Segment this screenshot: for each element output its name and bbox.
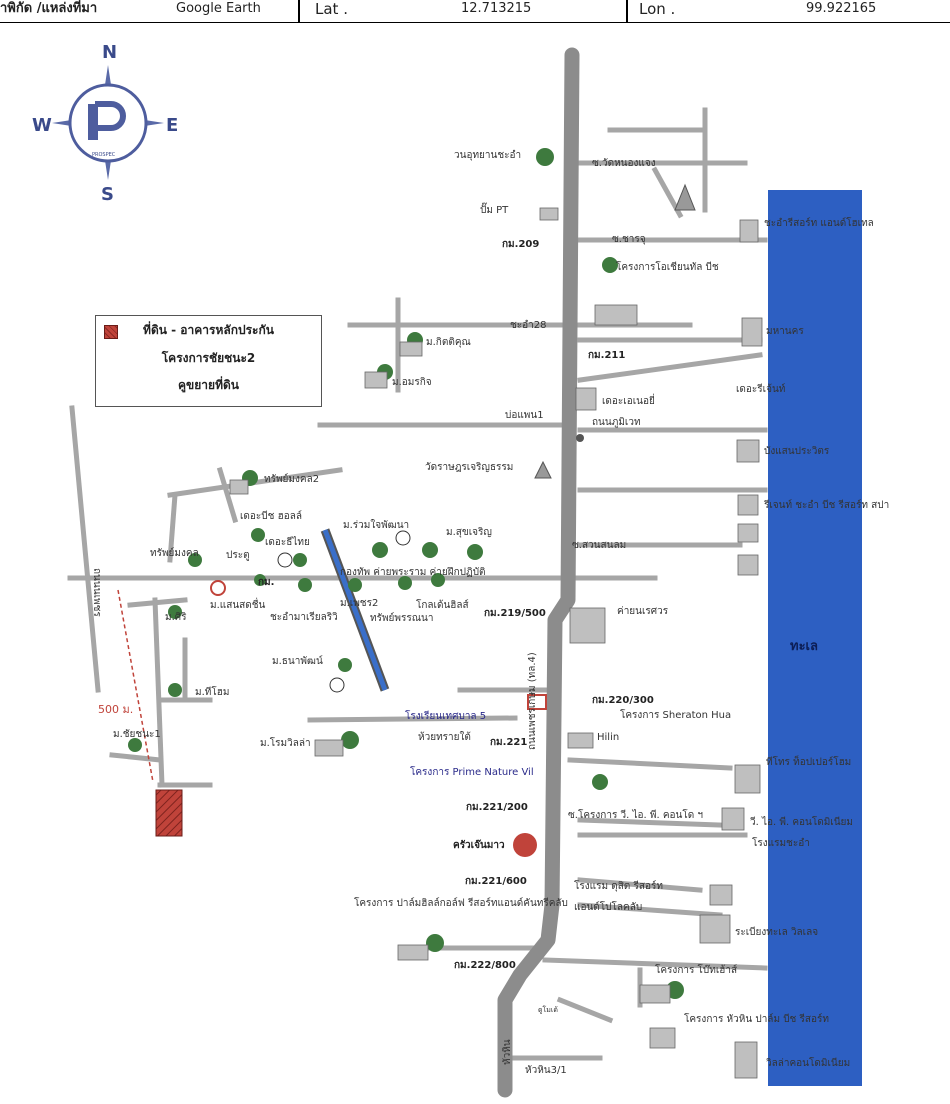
label-hua-road-left: ถนนนเพชร: [91, 568, 102, 617]
label-condo-bottom: วิลล่าคอนโดมิเนียม: [766, 1056, 851, 1069]
canal: [320, 528, 390, 692]
label-m-phet2: ม.เพชร2: [340, 598, 378, 609]
label-km211: กม.211: [588, 350, 625, 361]
label-m-amornkit: ม.อมรกิจ: [392, 377, 432, 388]
label-resort-spa: รีเจนท์ ชะอำ บีช รีสอร์ท สปา: [763, 499, 889, 511]
label-km220: กม.220/300: [592, 695, 654, 706]
label-m-tel: ทีโทร ท็อปเปอร์โฮม: [766, 754, 851, 768]
label-soi-sanlamsak: ซ.สวนสนลม: [572, 540, 626, 551]
label-km209: กม.209: [502, 239, 539, 250]
compass-n: N: [102, 42, 117, 63]
label-bor-nam: บ่อแพน1: [505, 410, 544, 421]
label-and-polo: แอนด์โปโลคลับ: [574, 900, 642, 913]
label-huay-sai-tai: ห้วยทรายใต้: [418, 731, 471, 743]
label-hua-hin: หัวหิน: [502, 1039, 513, 1065]
logo-text: PROSPEC: [92, 152, 116, 158]
label-pump-pt: ปั๊ม PT: [480, 202, 509, 216]
side-roads: [67, 107, 768, 1061]
landmark-icons: [128, 148, 763, 1079]
label-rong-ram: โรงแรมชะอำ: [752, 836, 810, 849]
label-wat-rat: วัดราษฎรเจริญธรรม: [425, 462, 513, 473]
source-value: Google Earth: [176, 1, 261, 16]
label-km222: กม.222/800: [454, 960, 516, 971]
label-resort-top: ชะอำรีสอร์ท แอนด์โฮเทล: [764, 216, 874, 229]
header-divider: [626, 0, 628, 22]
label-m-sirin: ม.ศิริ: [165, 612, 187, 623]
label-soi-charuk: ซ.ชารจุ: [612, 234, 646, 245]
legend-line1: ที่ดิน - อาคารหลักประกัน: [143, 323, 274, 337]
label-hua-hin-palm: โครงการ หัวหิน ปาล์ม บีช รีสอร์ท: [684, 1012, 829, 1025]
label-the-regent: เดอะรีเจ้นท์: [736, 383, 785, 395]
compass-rose: N S E W PROSPEC: [32, 42, 178, 205]
label-prime-nature: โครงการ Prime Nature Vil: [410, 765, 534, 778]
label-m-romvilla: ม.โรมวิลล่า: [260, 736, 311, 749]
label-resort-b: ระเบียงทะเล วิลเลจ: [735, 926, 818, 938]
legend-swatch: [104, 325, 118, 339]
label-hilin: Hilin: [597, 732, 619, 743]
source-label: าพิกัด /แหล่งที่มา: [0, 1, 98, 16]
legend-line3: คูขยายที่ดิน: [178, 378, 239, 392]
label-ocean-beach: โครงการโอเชียนทัล บีช: [616, 260, 719, 273]
label-m-ruamjai: ม.ร่วมใจพัฒนา: [343, 519, 409, 531]
label-m-thanaphat: ม.ธนาพัฒน์: [272, 655, 323, 667]
label-sheraton: โครงการ Sheraton Hua: [620, 708, 731, 721]
label-rong-ram-dusit: โรงแรม ดุสิต รีสอร์ท: [574, 879, 663, 892]
label-m-sukcharoen: ม.สุขเจริญ: [446, 527, 492, 538]
label-sap-phanna: ทรัพย์พรรณนา: [370, 612, 433, 624]
label-km221-600: กม.221/600: [465, 876, 527, 887]
main-highway-phetkasem: [497, 47, 580, 1098]
label-m-thihom: ม.ทีโฮม: [195, 685, 229, 698]
label-cha-am-ridge: ชะอำมาเรียลริวิ: [270, 611, 338, 623]
header-divider: [298, 0, 300, 22]
label-km221-200: กม.221/200: [466, 802, 528, 813]
map-labels: วนอุทยานชะอำ ซ.วัดหนองแจง ปั๊ม PT กม.209…: [91, 150, 889, 1076]
compass-w: W: [32, 115, 52, 136]
label-sap-mongkol2: ทรัพย์มงคล2: [264, 473, 319, 485]
label-km219: กม.219/500: [484, 608, 546, 619]
lon-label: Lon .: [639, 0, 676, 18]
label-khai-naresuan: ค่ายนเรศวร: [617, 606, 669, 617]
compass-s: S: [101, 184, 114, 205]
map-legend: ที่ดิน - อาคารหลักประกัน โครงการชัยชนะ2 …: [95, 315, 322, 407]
lon-value: 99.922165: [806, 1, 877, 16]
label-dist-500: 500 ม.: [98, 703, 133, 716]
label-m-kittikhun: ม.กิตติคุณ: [426, 337, 471, 348]
label-pratu: ประตู: [226, 550, 250, 561]
label-sea: ทะเล: [790, 639, 818, 654]
label-vip-condo2: วี. ไอ. พี. คอนโดมิเนียม: [750, 815, 853, 828]
label-m-chaichana: ม.ชัยชนะ1: [113, 729, 161, 740]
label-m-sanlam: ม.แสนสดชื่น: [210, 597, 266, 611]
site-parcel: [155, 789, 183, 837]
label-golden-hill: โกลเด้นฮิลส์: [416, 598, 469, 611]
label-km221: กม.221: [490, 737, 527, 748]
sea-area: [768, 190, 862, 1086]
lat-label: Lat .: [315, 0, 348, 18]
label-palm-hill: โครงการ ปาล์มฮิลล์กอล์ฟ รีสอร์ทแอนด์คันท…: [354, 896, 568, 909]
label-de-ocean: เดอะเอเนอยี่: [602, 393, 655, 407]
compass-e: E: [166, 115, 178, 136]
label-vip-condo: ซ.โครงการ วี. ไอ. พี. คอนโด ฯ: [568, 808, 703, 821]
label-mahanakorn: มหานคร: [766, 326, 804, 337]
label-sap-mongkol: ทรัพย์มงคล: [150, 547, 199, 559]
legend-line2: โครงการชัยชนะ2: [161, 351, 256, 365]
label-khrua-jen-maew: ครัวเจ๊นมาว: [453, 839, 505, 851]
label-the-beach: เดอะบีช ฮอลล์: [240, 510, 302, 522]
label-hua-hin-31: หัวหิน3/1: [525, 1065, 567, 1076]
label-thanonphumiwet: ถนนภูมิเวท: [592, 417, 641, 428]
lat-value: 12.713215: [461, 1, 532, 16]
label-school5: โรงเรียนเทศบาล 5: [405, 709, 486, 722]
label-km-small: กม.: [258, 577, 274, 588]
label-fortress-detail: กองทัพ ค่ายพระราม ค่ายฝึกปฏิบัติ: [340, 566, 486, 578]
label-hua-hin-soi: ดูโมเด้: [538, 1005, 558, 1014]
label-thanon-phetkasem: ถนนเพชรเกษม (ทล.4): [527, 652, 538, 750]
label-the-thai: เดอะธีไทย: [265, 536, 310, 548]
label-cha-am-28: ชะอำ28: [510, 320, 547, 331]
label-pooljit: โครงการ โบ๊ทเฮ้าส์: [655, 963, 737, 976]
label-wanutthayan: วนอุทยานชะอำ: [454, 150, 521, 161]
coordinate-header: าพิกัด /แหล่งที่มา Google Earth Lat . 12…: [0, 0, 950, 23]
label-soi-wat: ซ.วัดหนองแจง: [592, 158, 656, 169]
label-bangsaen: บังแสนประวิตร: [764, 446, 830, 457]
distance-marker: [117, 589, 154, 783]
